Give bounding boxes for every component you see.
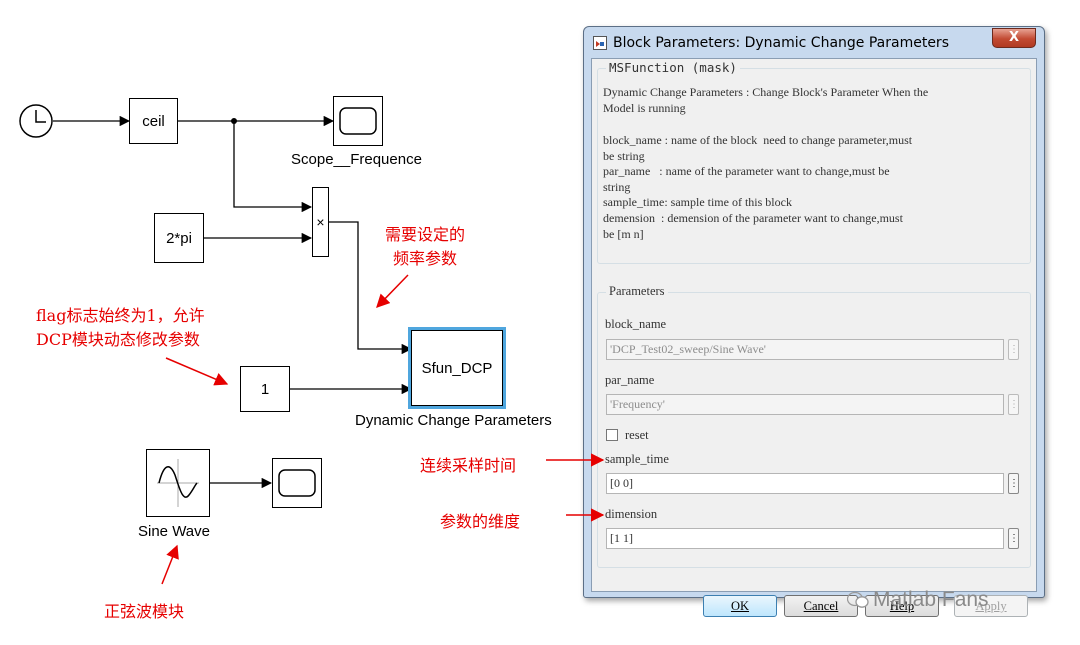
sample-time-label: sample_time	[605, 452, 669, 466]
wire-branch-dot	[231, 118, 237, 124]
par-name-label: par_name	[605, 373, 655, 387]
block-parameters-dialog: Block Parameters: Dynamic Change Paramet…	[583, 26, 1045, 617]
mask-help-text: block_name : name of the block need to c…	[603, 133, 913, 241]
help-button-label: Help	[889, 599, 915, 613]
sample-time-more-icon[interactable]: ⋮	[1008, 473, 1019, 494]
cancel-button-label: Cancel	[803, 599, 839, 613]
parameters-group-title: Parameters	[606, 284, 668, 299]
scope-frequence-block[interactable]	[333, 96, 383, 146]
sfun-dcp-label: Sfun_DCP	[421, 359, 493, 377]
annotation-flag-line1: flag标志始终为1，允许	[36, 306, 205, 325]
simulink-block-icon	[593, 36, 607, 50]
dimension-field[interactable]: [1 1]	[606, 528, 1004, 549]
reset-label: reset	[625, 428, 649, 442]
ok-button[interactable]: OK	[703, 595, 777, 617]
clock-block	[19, 104, 53, 138]
wire-branch-product	[233, 121, 313, 213]
two-pi-block[interactable]: 2*pi	[154, 213, 204, 263]
arrow-sine-module	[161, 544, 179, 585]
ok-button-label: OK	[730, 599, 750, 613]
sine-wave-label: Sine Wave	[138, 523, 210, 540]
par-name-more-icon[interactable]: ⋮	[1008, 394, 1019, 415]
wechat-icon	[847, 591, 869, 608]
mask-description: Dynamic Change Parameters : Change Block…	[603, 85, 929, 115]
constant-block[interactable]: 1	[240, 366, 290, 412]
annotation-flag-line2: DCP模块动态修改参数	[36, 330, 200, 349]
diagram-wires	[19, 104, 413, 585]
product-block[interactable]: ×	[312, 187, 329, 257]
apply-button-label: Apply	[975, 599, 1007, 613]
product-symbol: ×	[316, 214, 325, 230]
sine-wave-icon	[157, 459, 199, 507]
annotation-sine-module: 正弦波模块	[104, 602, 185, 621]
dimension-label: dimension	[605, 507, 658, 521]
reset-checkbox[interactable]	[606, 429, 618, 441]
block-name-field[interactable]: 'DCP_Test02_sweep/Sine Wave'	[606, 339, 1004, 360]
constant-value: 1	[260, 380, 270, 398]
block-name-more-icon[interactable]: ⋮	[1008, 339, 1019, 360]
apply-button[interactable]: Apply	[954, 595, 1028, 617]
ceil-label: ceil	[142, 112, 165, 130]
sfun-dcp-caption: Dynamic Change Parameters	[355, 412, 552, 429]
sine-wave-block[interactable]	[146, 449, 210, 517]
help-button[interactable]: Help	[865, 595, 939, 617]
dialog-title: Block Parameters: Dynamic Change Paramet…	[613, 35, 949, 51]
watermark: Matlab Fans	[847, 588, 989, 612]
annotation-sample-time: 连续采样时间	[420, 456, 517, 475]
arrow-freq-param	[376, 274, 409, 308]
arrow-flag	[165, 357, 229, 386]
sample-time-field[interactable]: [0 0]	[606, 473, 1004, 494]
scope-icon	[278, 469, 316, 497]
sfun-dcp-block[interactable]: Sfun_DCP	[408, 327, 506, 409]
two-pi-label: 2*pi	[166, 229, 192, 247]
wire-product-sfun	[329, 221, 413, 355]
scope-icon	[339, 107, 377, 135]
annotation-freq-param-line1: 需要设定的	[385, 225, 466, 244]
ceil-block[interactable]: ceil	[129, 98, 178, 144]
scope-frequence-label: Scope__Frequence	[291, 151, 422, 168]
annotation-dimension: 参数的维度	[440, 512, 521, 531]
sine-scope-block[interactable]	[272, 458, 322, 508]
par-name-field[interactable]: 'Frequency'	[606, 394, 1004, 415]
watermark-text: Matlab Fans	[873, 588, 989, 611]
dialog-client: MSFunction (mask) Dynamic Change Paramet…	[591, 58, 1037, 617]
dimension-more-icon[interactable]: ⋮	[1008, 528, 1019, 549]
block-name-label: block_name	[605, 317, 667, 331]
close-button[interactable]: X	[992, 28, 1036, 48]
mask-group-title: MSFunction (mask)	[606, 60, 740, 75]
cancel-button[interactable]: Cancel	[784, 595, 858, 617]
dialog-titlebar[interactable]: Block Parameters: Dynamic Change Paramet…	[584, 27, 1044, 59]
mask-group: MSFunction (mask)	[597, 60, 1031, 264]
parameters-group: Parameters	[597, 284, 1031, 568]
annotation-freq-param-line2: 频率参数	[393, 249, 458, 268]
